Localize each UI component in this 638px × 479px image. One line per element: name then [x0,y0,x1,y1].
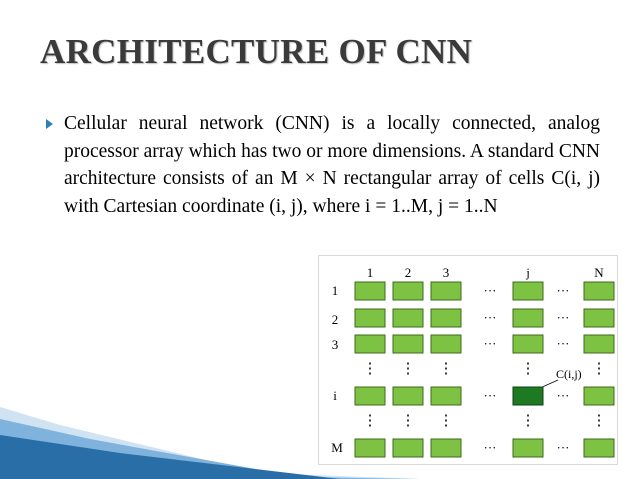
cell [354,386,386,406]
cell [430,334,462,354]
row-label-2: 2 [332,312,339,327]
ellipsis: ··· [484,388,497,403]
cell [392,334,424,354]
cell [512,281,544,301]
cell-label: C(i,j) [556,367,582,381]
cell [430,281,462,301]
cell [354,438,386,458]
vertical-ellipsis: ⋮ [521,361,536,377]
row-label-1: 1 [332,283,339,298]
cell [583,281,615,301]
cell [392,308,424,328]
swoosh-band-dark [0,435,340,479]
column-label-3: 3 [443,265,450,280]
cell [512,334,544,354]
ellipsis: ··· [557,440,570,455]
vertical-ellipsis: ⋮ [592,361,607,377]
column-label-2: 2 [405,265,412,280]
bullet-arrow-icon [46,119,53,129]
cell [392,281,424,301]
cell [354,281,386,301]
vertical-ellipsis: ⋮ [363,413,378,429]
vertical-ellipsis: ⋮ [363,361,378,377]
column-label-1: 1 [367,265,374,280]
row-label-3: 3 [332,337,339,352]
vertical-ellipsis: ⋮ [439,413,454,429]
cell [512,308,544,328]
ellipsis: ··· [557,388,570,403]
cell [392,438,424,458]
cell [392,386,424,406]
decorative-swoosh [0,407,420,479]
ellipsis: ··· [484,440,497,455]
vertical-ellipsis: ⋮ [521,413,536,429]
row-label-i: i [333,388,337,403]
cell [430,438,462,458]
ellipsis: ··· [484,283,497,298]
cell [583,386,615,406]
row-label-m: M [331,440,343,455]
cnn-grid-figure: 1 2 3 j N 1 2 3 i M ··· ··· ··· ··· ··· … [318,255,618,465]
highlight-cell [512,386,544,406]
cell [583,308,615,328]
cell [583,438,615,458]
cell [430,308,462,328]
ellipsis: ··· [484,310,497,325]
bullet-text: Cellular neural network (CNN) is a local… [64,113,600,217]
vertical-ellipsis: ⋮ [401,413,416,429]
vertical-ellipsis: ⋮ [592,413,607,429]
ellipsis: ··· [557,336,570,351]
slide-title: ARCHITECTURE OF CNN [40,32,473,71]
ellipsis: ··· [484,336,497,351]
ellipsis: ··· [557,283,570,298]
cell [430,386,462,406]
vertical-ellipsis: ⋮ [439,361,454,377]
vertical-ellipsis: ⋮ [401,361,416,377]
cell [583,334,615,354]
cell [512,438,544,458]
column-label-n: N [594,265,604,280]
ellipsis: ··· [557,310,570,325]
cell [354,334,386,354]
cell [354,308,386,328]
column-label-j: j [525,265,530,280]
